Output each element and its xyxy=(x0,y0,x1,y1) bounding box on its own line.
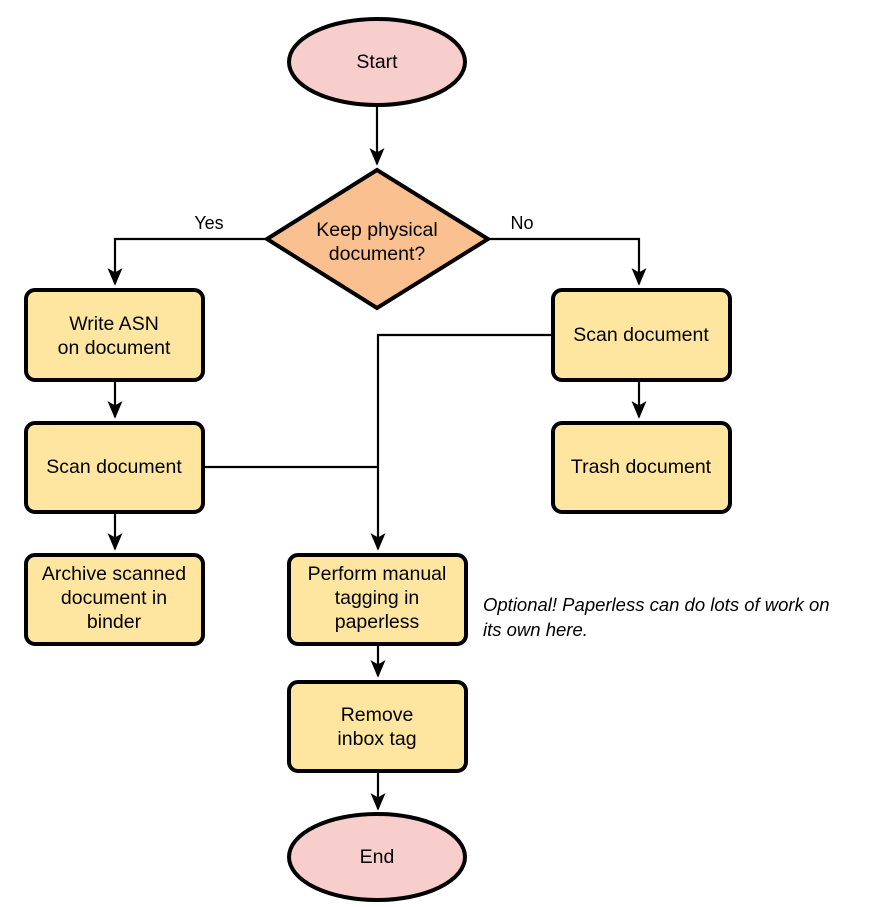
node-tagging-label-line2: tagging in xyxy=(335,587,420,609)
node-end-label: End xyxy=(360,846,395,868)
node-start[interactable]: Start xyxy=(287,17,467,107)
node-write-asn-label-line1: Write ASN xyxy=(69,313,159,335)
node-start-label: Start xyxy=(356,51,398,73)
node-scan-document-left-label: Scan document xyxy=(46,456,182,478)
node-scan-document-right-label: Scan document xyxy=(573,324,709,346)
node-trash-document[interactable]: Trash document xyxy=(551,421,732,514)
node-archive-scanned-document[interactable]: Archive scanned document in binder xyxy=(24,553,205,646)
node-archive-label-line1: Archive scanned xyxy=(42,563,186,585)
node-tagging-label-line1: Perform manual xyxy=(308,563,447,585)
node-remove-inbox-tag[interactable]: Remove inbox tag xyxy=(287,680,468,773)
annotation-line2: its own here. xyxy=(483,619,588,640)
node-write-asn-on-document[interactable]: Write ASN on document xyxy=(24,288,205,382)
annotation-optional-note: Optional! Paperless can do lots of work … xyxy=(483,594,830,640)
connector-decision-yes-to-write-asn xyxy=(107,237,267,286)
node-decision-keep-physical-document[interactable]: Keep physical document? xyxy=(263,167,492,311)
node-scan-document-right[interactable]: Scan document xyxy=(551,288,732,382)
node-decision-label-line1: Keep physical xyxy=(316,219,437,241)
node-remove-inbox-label-line2: inbox tag xyxy=(337,728,416,750)
node-decision-label-line2: document? xyxy=(329,243,426,265)
edge-label-yes: Yes xyxy=(194,213,223,233)
node-perform-manual-tagging[interactable]: Perform manual tagging in paperless xyxy=(287,553,468,646)
node-archive-label-line3: binder xyxy=(87,611,142,633)
connector-decision-no-to-scan-right xyxy=(488,237,647,286)
node-write-asn-label-line2: on document xyxy=(58,337,171,359)
node-tagging-label-line3: paperless xyxy=(335,611,420,633)
node-end[interactable]: End xyxy=(287,812,467,902)
edge-label-no: No xyxy=(510,213,533,233)
node-archive-label-line2: document in xyxy=(61,587,167,609)
node-trash-document-label: Trash document xyxy=(571,456,712,478)
node-scan-document-left[interactable]: Scan document xyxy=(24,421,205,514)
annotation-line1: Optional! Paperless can do lots of work … xyxy=(483,594,830,615)
connector-scan-right-to-tagging xyxy=(370,333,553,551)
node-remove-inbox-label-line1: Remove xyxy=(341,704,414,726)
